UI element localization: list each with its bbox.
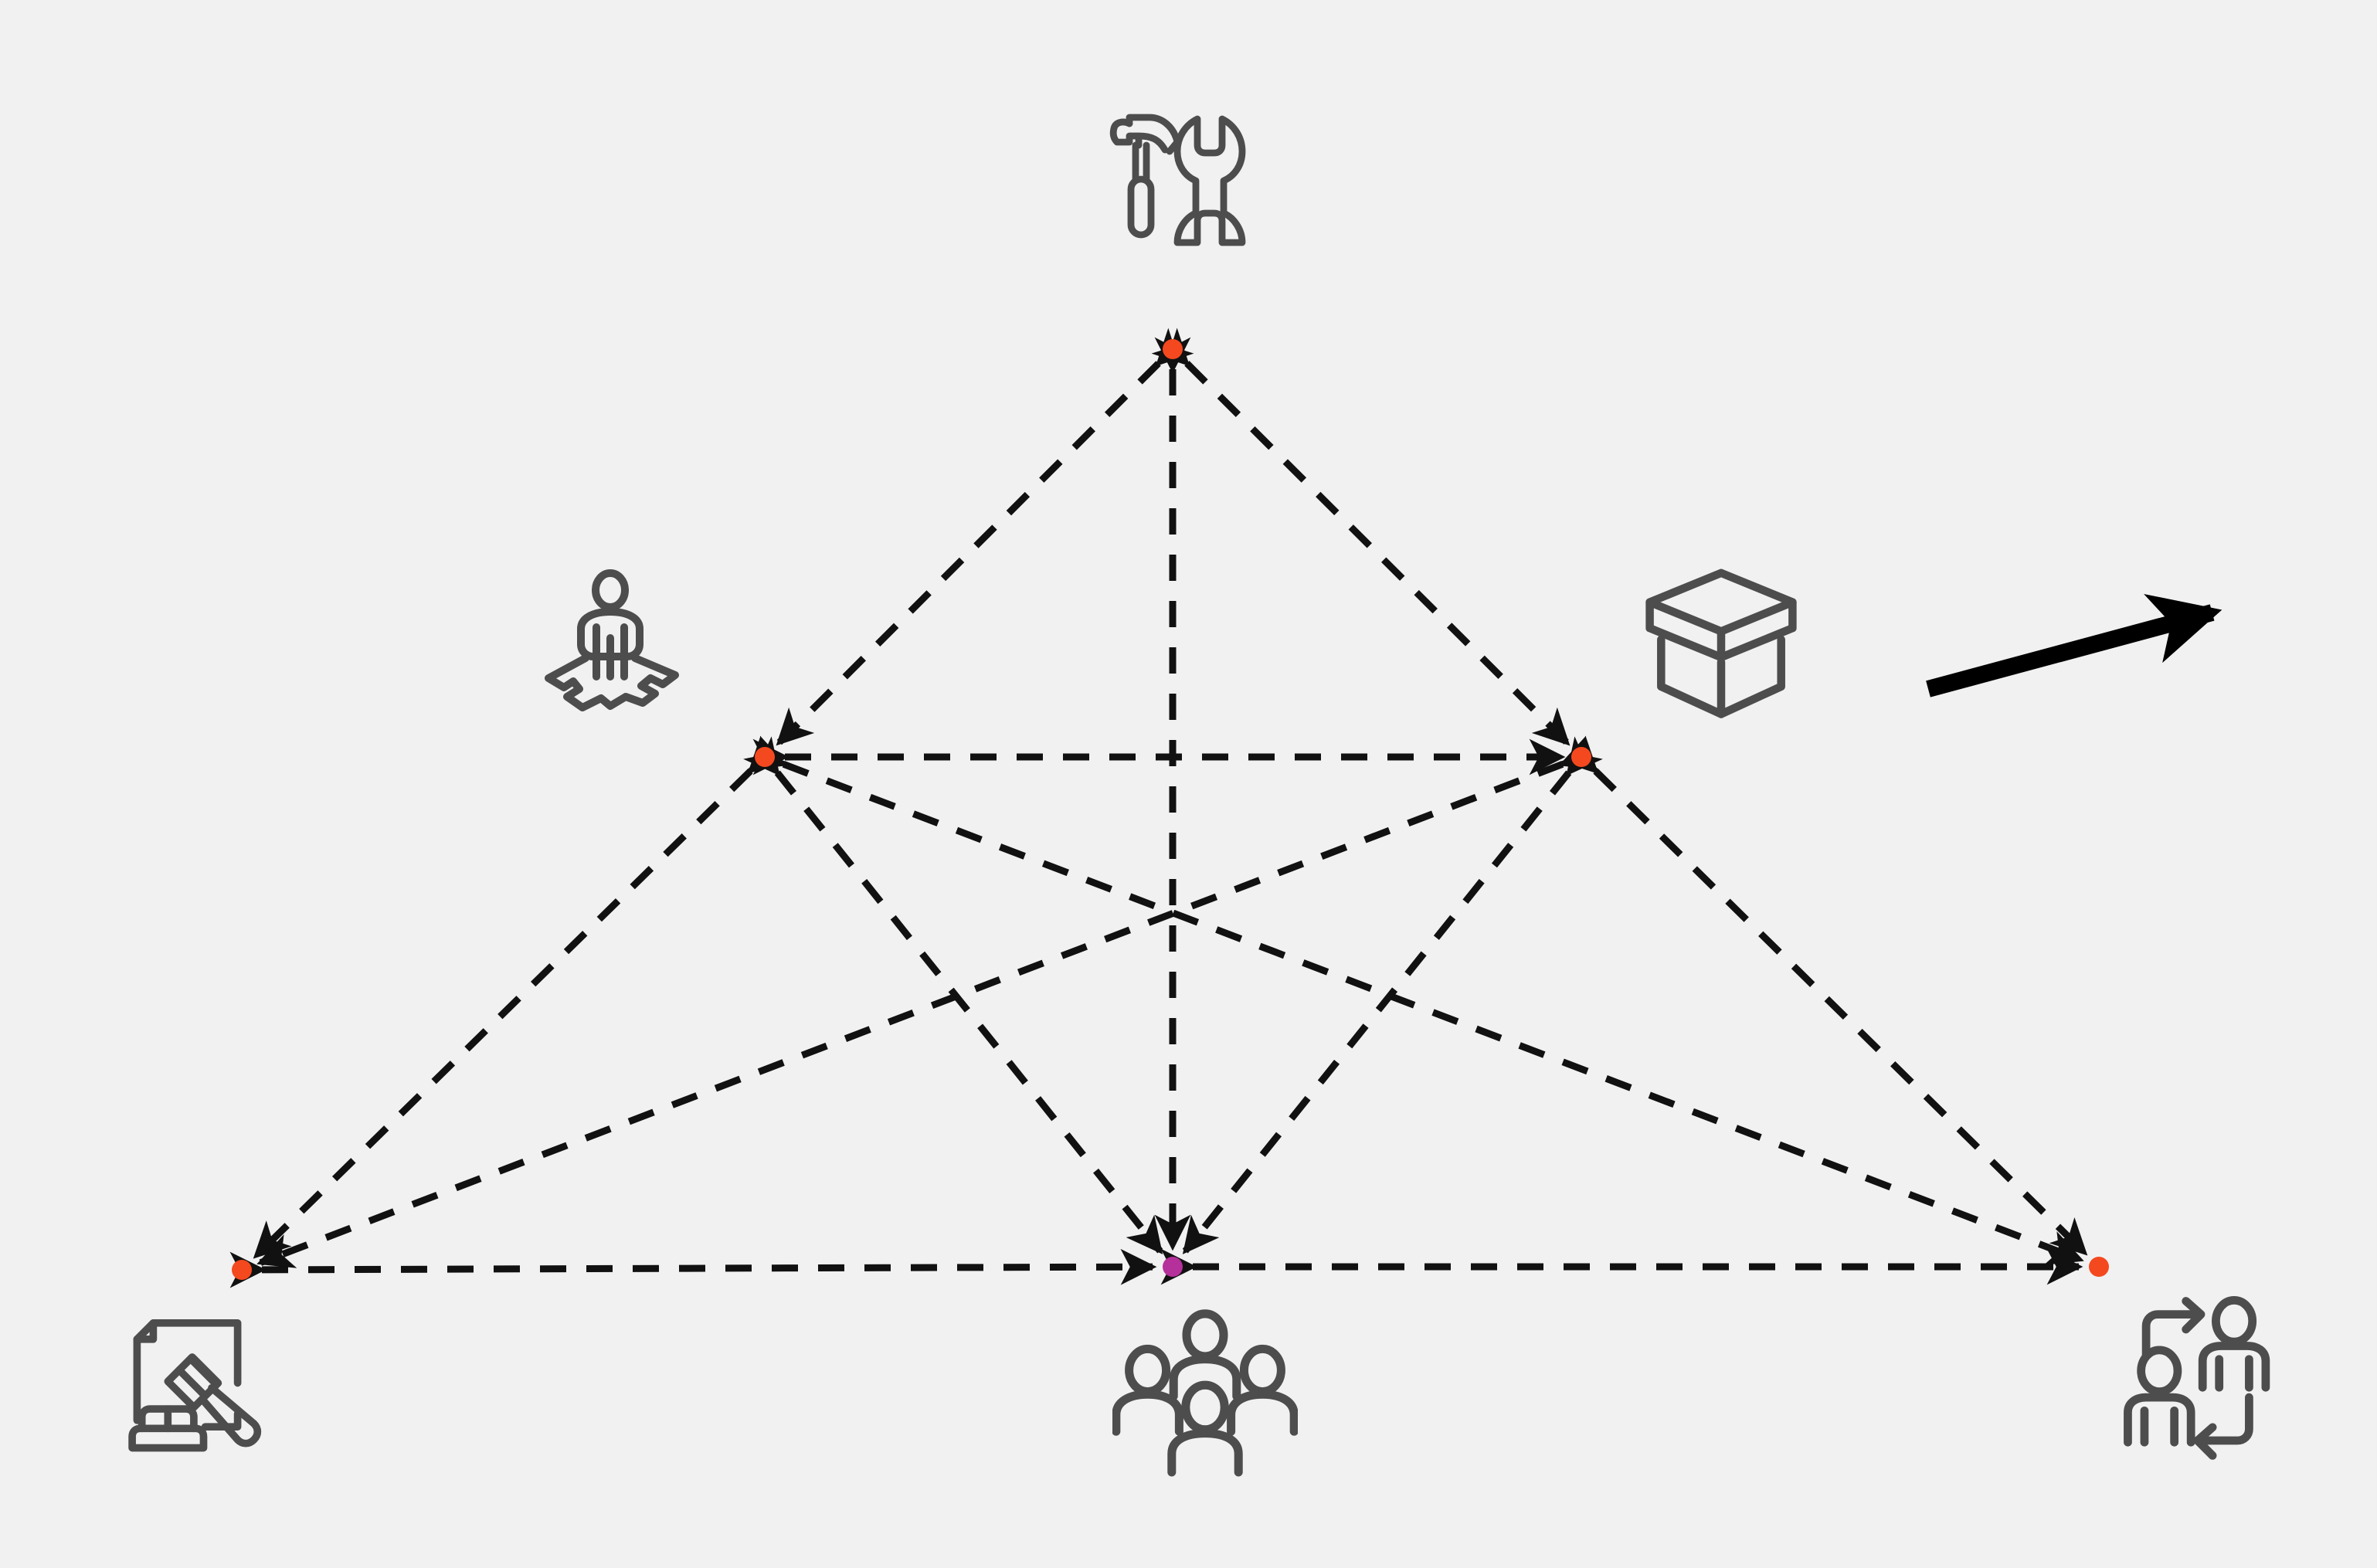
node-dot-exchange[interactable]: [2089, 1257, 2109, 1277]
person-on-land-icon: [545, 569, 679, 711]
edge-legal-to-community: [229, 1248, 1157, 1288]
node-dot-land-holder[interactable]: [755, 747, 775, 767]
edge-land-holder-to-community: [743, 736, 1163, 1254]
edge-product-to-exchange: [1560, 735, 2088, 1256]
edge-tools-to-land-holder: [776, 328, 1194, 746]
node-dot-legal[interactable]: [232, 1260, 252, 1280]
edge-land-holder-to-exchange: [747, 735, 2084, 1265]
edge-product-to-legal: [256, 735, 1599, 1268]
direction-arrow: [1926, 593, 2222, 697]
people-group-icon: [1112, 1309, 1298, 1477]
people-exchange-icon: [2123, 1295, 2270, 1460]
edges-layer: [229, 328, 2088, 1288]
node-dot-tools[interactable]: [1163, 339, 1183, 359]
edge-land-holder-to-legal: [253, 735, 786, 1259]
nodes-layer: [232, 339, 2109, 1280]
edge-tools-to-product: [1151, 328, 1571, 746]
hammer-wrench-icon: [1109, 114, 1246, 246]
open-box-icon: [1645, 568, 1797, 718]
node-dot-product[interactable]: [1571, 747, 1591, 767]
node-dot-community[interactable]: [1163, 1257, 1183, 1277]
document-gavel-icon: [128, 1319, 262, 1452]
edge-product-to-community: [1182, 736, 1603, 1254]
standalone-arrow-layer: [1926, 593, 2222, 697]
